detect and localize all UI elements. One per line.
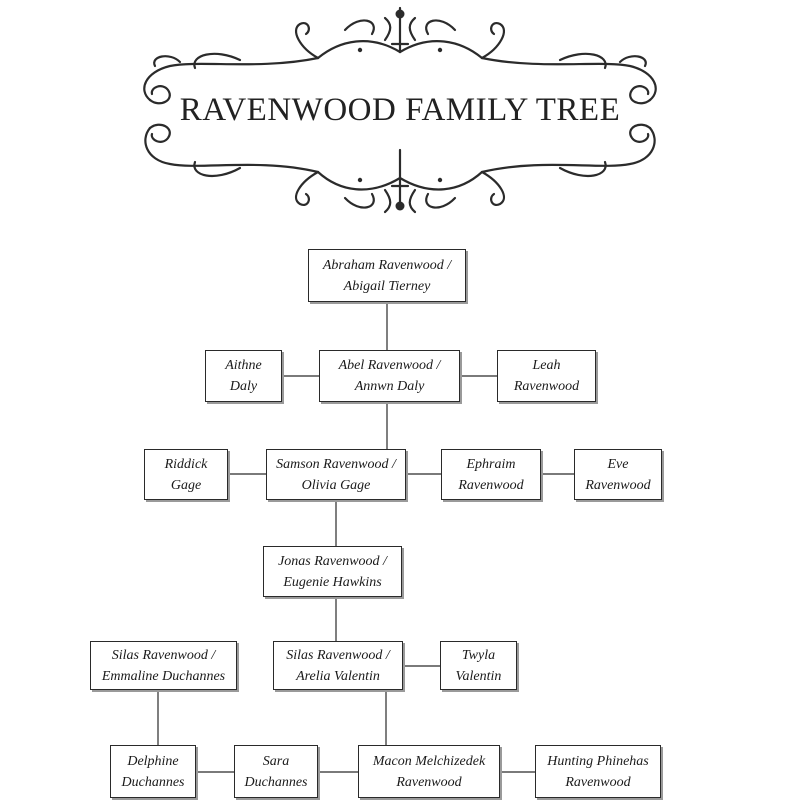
node-line: Aithne (225, 358, 262, 373)
node-line: Annwn Daly (354, 379, 425, 394)
node-line: Macon Melchizedek (372, 753, 486, 769)
node-abel-annwn: Abel Ravenwood / Annwn Daly (319, 350, 460, 402)
node-line: Eugenie Hawkins (283, 574, 382, 590)
node-macon: Macon Melchizedek Ravenwood (358, 745, 500, 798)
node-line: Duchannes (244, 774, 308, 790)
node-riddick: Riddick Gage (144, 449, 228, 500)
node-line: Gage (170, 477, 202, 493)
title-scroll-ornament (143, 6, 657, 214)
node-line: Abigail Tierney (343, 278, 431, 294)
node-line: Duchannes (121, 774, 185, 790)
page-title: RAVENWOOD FAMILY TREE (179, 92, 621, 128)
node-line: Delphine (127, 753, 179, 769)
node-sara: Sara Duchannes (234, 745, 318, 798)
node-line: Abraham Ravenwood / (322, 257, 452, 273)
node-hunting: Hunting Phinehas Ravenwood (535, 745, 661, 798)
node-line: Sara (262, 753, 290, 769)
node-line: Ravenwood (396, 774, 462, 790)
node-line: Olivia Gage (301, 477, 371, 493)
node-line: Emmaline Duchannes (101, 668, 226, 684)
node-line: Ravenwood (585, 477, 651, 493)
node-line: Valentin (455, 668, 502, 684)
node-line: Silas Ravenwood / (286, 647, 390, 663)
node-abraham-abigail: Abraham Ravenwood / Abigail Tierney (308, 249, 466, 302)
node-line: Riddick (164, 456, 208, 472)
node-line: Ravenwood (565, 774, 631, 790)
node-line: Twyla (461, 647, 496, 663)
node-line: Ephraim (466, 456, 516, 472)
node-line: Ravenwood (458, 477, 524, 493)
node-line: Hunting Phinehas (547, 753, 649, 769)
node-jonas-eugenie: Jonas Ravenwood / Eugenie Hawkins (263, 546, 402, 597)
node-silas-arelia: Silas Ravenwood / Arelia Valentin (273, 641, 403, 690)
node-twyla: Twyla Valentin (440, 641, 517, 690)
node-delphine: Delphine Duchannes (110, 745, 196, 798)
node-line: Ravenwood (513, 379, 580, 394)
node-eve: Eve Ravenwood (574, 449, 662, 500)
node-samson-olivia: Samson Ravenwood / Olivia Gage (266, 449, 406, 500)
node-silas-emmaline: Silas Ravenwood / Emmaline Duchannes (90, 641, 237, 690)
node-line: Samson Ravenwood / (276, 456, 396, 472)
node-aithne: Aithne Daly (205, 350, 282, 402)
node-ephraim: Ephraim Ravenwood (441, 449, 541, 500)
node-line: Eve (607, 456, 629, 472)
node-line: Leah (532, 358, 561, 373)
node-line: Arelia Valentin (296, 668, 380, 684)
node-line: Abel Ravenwood / (338, 358, 441, 373)
node-line: Daly (229, 379, 258, 394)
node-leah: Leah Ravenwood (497, 350, 596, 402)
node-line: Silas Ravenwood / (111, 647, 216, 663)
node-line: Jonas Ravenwood / (278, 553, 387, 569)
